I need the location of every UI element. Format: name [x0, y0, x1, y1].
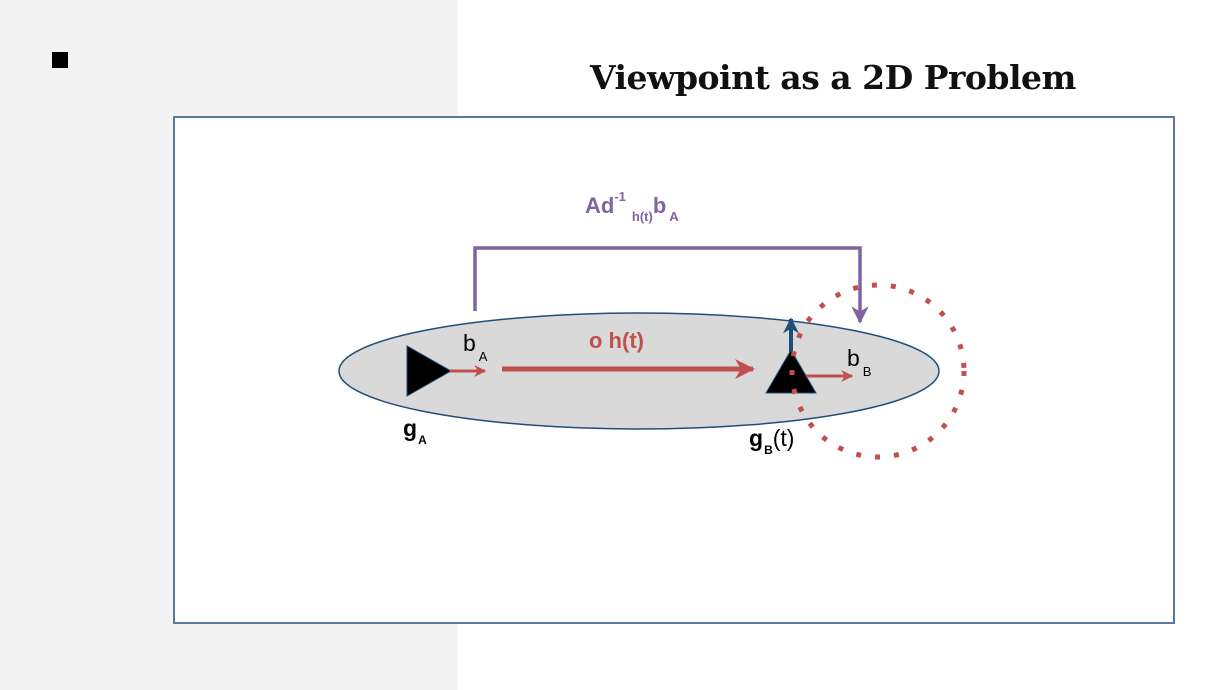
bB-label: bB: [847, 345, 871, 379]
rotation-dotted-circle: [789, 282, 967, 460]
bB-main: b: [847, 345, 860, 371]
slide-title: Viewpoint as a 2D Problem: [590, 58, 1076, 97]
gB-main: g: [749, 425, 764, 451]
adjoint-b-sub: A: [669, 209, 679, 224]
bA-sub: A: [478, 349, 488, 364]
gA-sub: A: [418, 433, 427, 447]
square-bullet-icon: [52, 52, 68, 68]
gA-label: gA: [403, 415, 427, 447]
gB-suffix: (t): [772, 425, 795, 451]
adjoint-b: b: [652, 193, 667, 218]
compose-h-label: o h(t): [589, 328, 644, 353]
gA-main: g: [403, 415, 418, 441]
gB-label: gB(t): [749, 425, 795, 457]
adjoint-bracket-arrow: [473, 246, 869, 324]
gB-sub: B: [764, 443, 773, 457]
triangle-a-icon: [406, 345, 453, 397]
adjoint-sup: -1: [614, 188, 626, 204]
adjoint-sub: h(t): [631, 209, 653, 224]
bA-label: bA: [463, 330, 487, 364]
adjoint-main: Ad: [585, 193, 615, 218]
bA-main: b: [463, 330, 476, 356]
bB-sub: B: [862, 364, 872, 379]
